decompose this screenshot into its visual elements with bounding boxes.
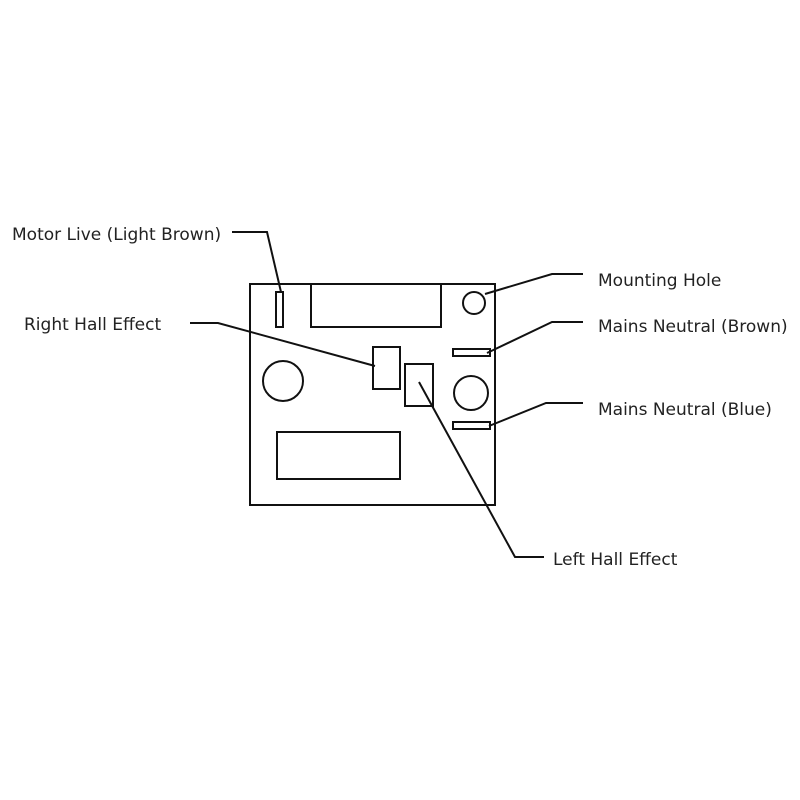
- right-circular-hole: [453, 375, 489, 411]
- left-hall-label: Left Hall Effect: [553, 550, 678, 570]
- mains-neutral-blue-leader: [488, 402, 583, 427]
- bottom-component-block: [276, 431, 401, 480]
- left-hall-leader: [418, 381, 544, 558]
- mounting-hole-label: Mounting Hole: [598, 271, 721, 291]
- mains-neutral-blue-terminal: [452, 421, 491, 430]
- mains-neutral-brown-leader: [486, 321, 583, 354]
- motor-live-connector: [275, 291, 284, 328]
- mains-neutral-brown-label: Mains Neutral (Brown): [598, 317, 788, 337]
- motor-live-label: Motor Live (Light Brown): [12, 225, 221, 245]
- right-hall-effect-sensor: [372, 346, 401, 390]
- top-component-block: [310, 283, 442, 328]
- right-hall-label: Right Hall Effect: [24, 315, 161, 335]
- left-hall-effect-sensor: [404, 363, 434, 407]
- motor-live-leader: [232, 231, 282, 293]
- right-hall-leader: [190, 322, 376, 367]
- mounting-hole: [462, 291, 486, 315]
- left-circular-hole: [262, 360, 304, 402]
- mains-neutral-blue-label: Mains Neutral (Blue): [598, 400, 772, 420]
- mounting-hole-leader: [484, 273, 583, 295]
- mains-neutral-brown-terminal: [452, 348, 491, 357]
